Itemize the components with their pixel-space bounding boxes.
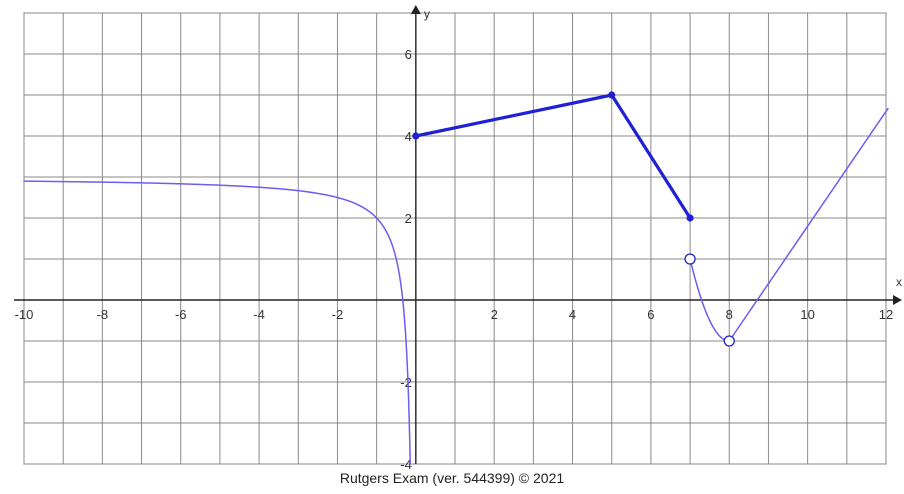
x-tick-label: 8 — [726, 307, 733, 322]
x-tick-label: -4 — [253, 307, 265, 322]
x-tick-label: -10 — [15, 307, 34, 322]
x-axis-label: x — [896, 275, 902, 289]
x-tick-label: -6 — [175, 307, 187, 322]
y-tick-label: -2 — [400, 375, 412, 390]
grid-lines — [23, 12, 887, 465]
x-axis-arrow — [893, 295, 902, 305]
closed-point — [608, 91, 616, 99]
markers — [412, 91, 735, 347]
open-point — [723, 335, 735, 347]
curve-line — [728, 107, 889, 342]
y-tick-label: 2 — [405, 211, 412, 226]
tick-labels: -10 -8 -6 -4 -2 2 4 6 8 10 12 -4 -2 2 4 6 — [15, 47, 894, 470]
x-tick-label: -2 — [332, 307, 344, 322]
y-tick-label: 4 — [405, 129, 412, 144]
y-tick-label: -4 — [400, 457, 412, 470]
closed-point — [412, 132, 420, 140]
x-tick-label: 12 — [879, 307, 893, 322]
x-tick-label: 10 — [800, 307, 814, 322]
axes: xy — [14, 5, 902, 464]
y-tick-label: 6 — [405, 47, 412, 62]
exam-caption: Rutgers Exam (ver. 544399) © 2021 — [339, 470, 565, 486]
open-point — [684, 253, 696, 265]
y-axis-label: y — [424, 7, 430, 21]
x-tick-label: 2 — [491, 307, 498, 322]
x-tick-label: 4 — [569, 307, 576, 322]
x-tick-label: 6 — [647, 307, 654, 322]
curve-quadratic — [689, 258, 731, 342]
x-tick-label: -8 — [97, 307, 109, 322]
y-axis-arrow — [410, 5, 421, 14]
curve-hyperbola — [23, 180, 411, 465]
closed-point — [686, 214, 694, 222]
